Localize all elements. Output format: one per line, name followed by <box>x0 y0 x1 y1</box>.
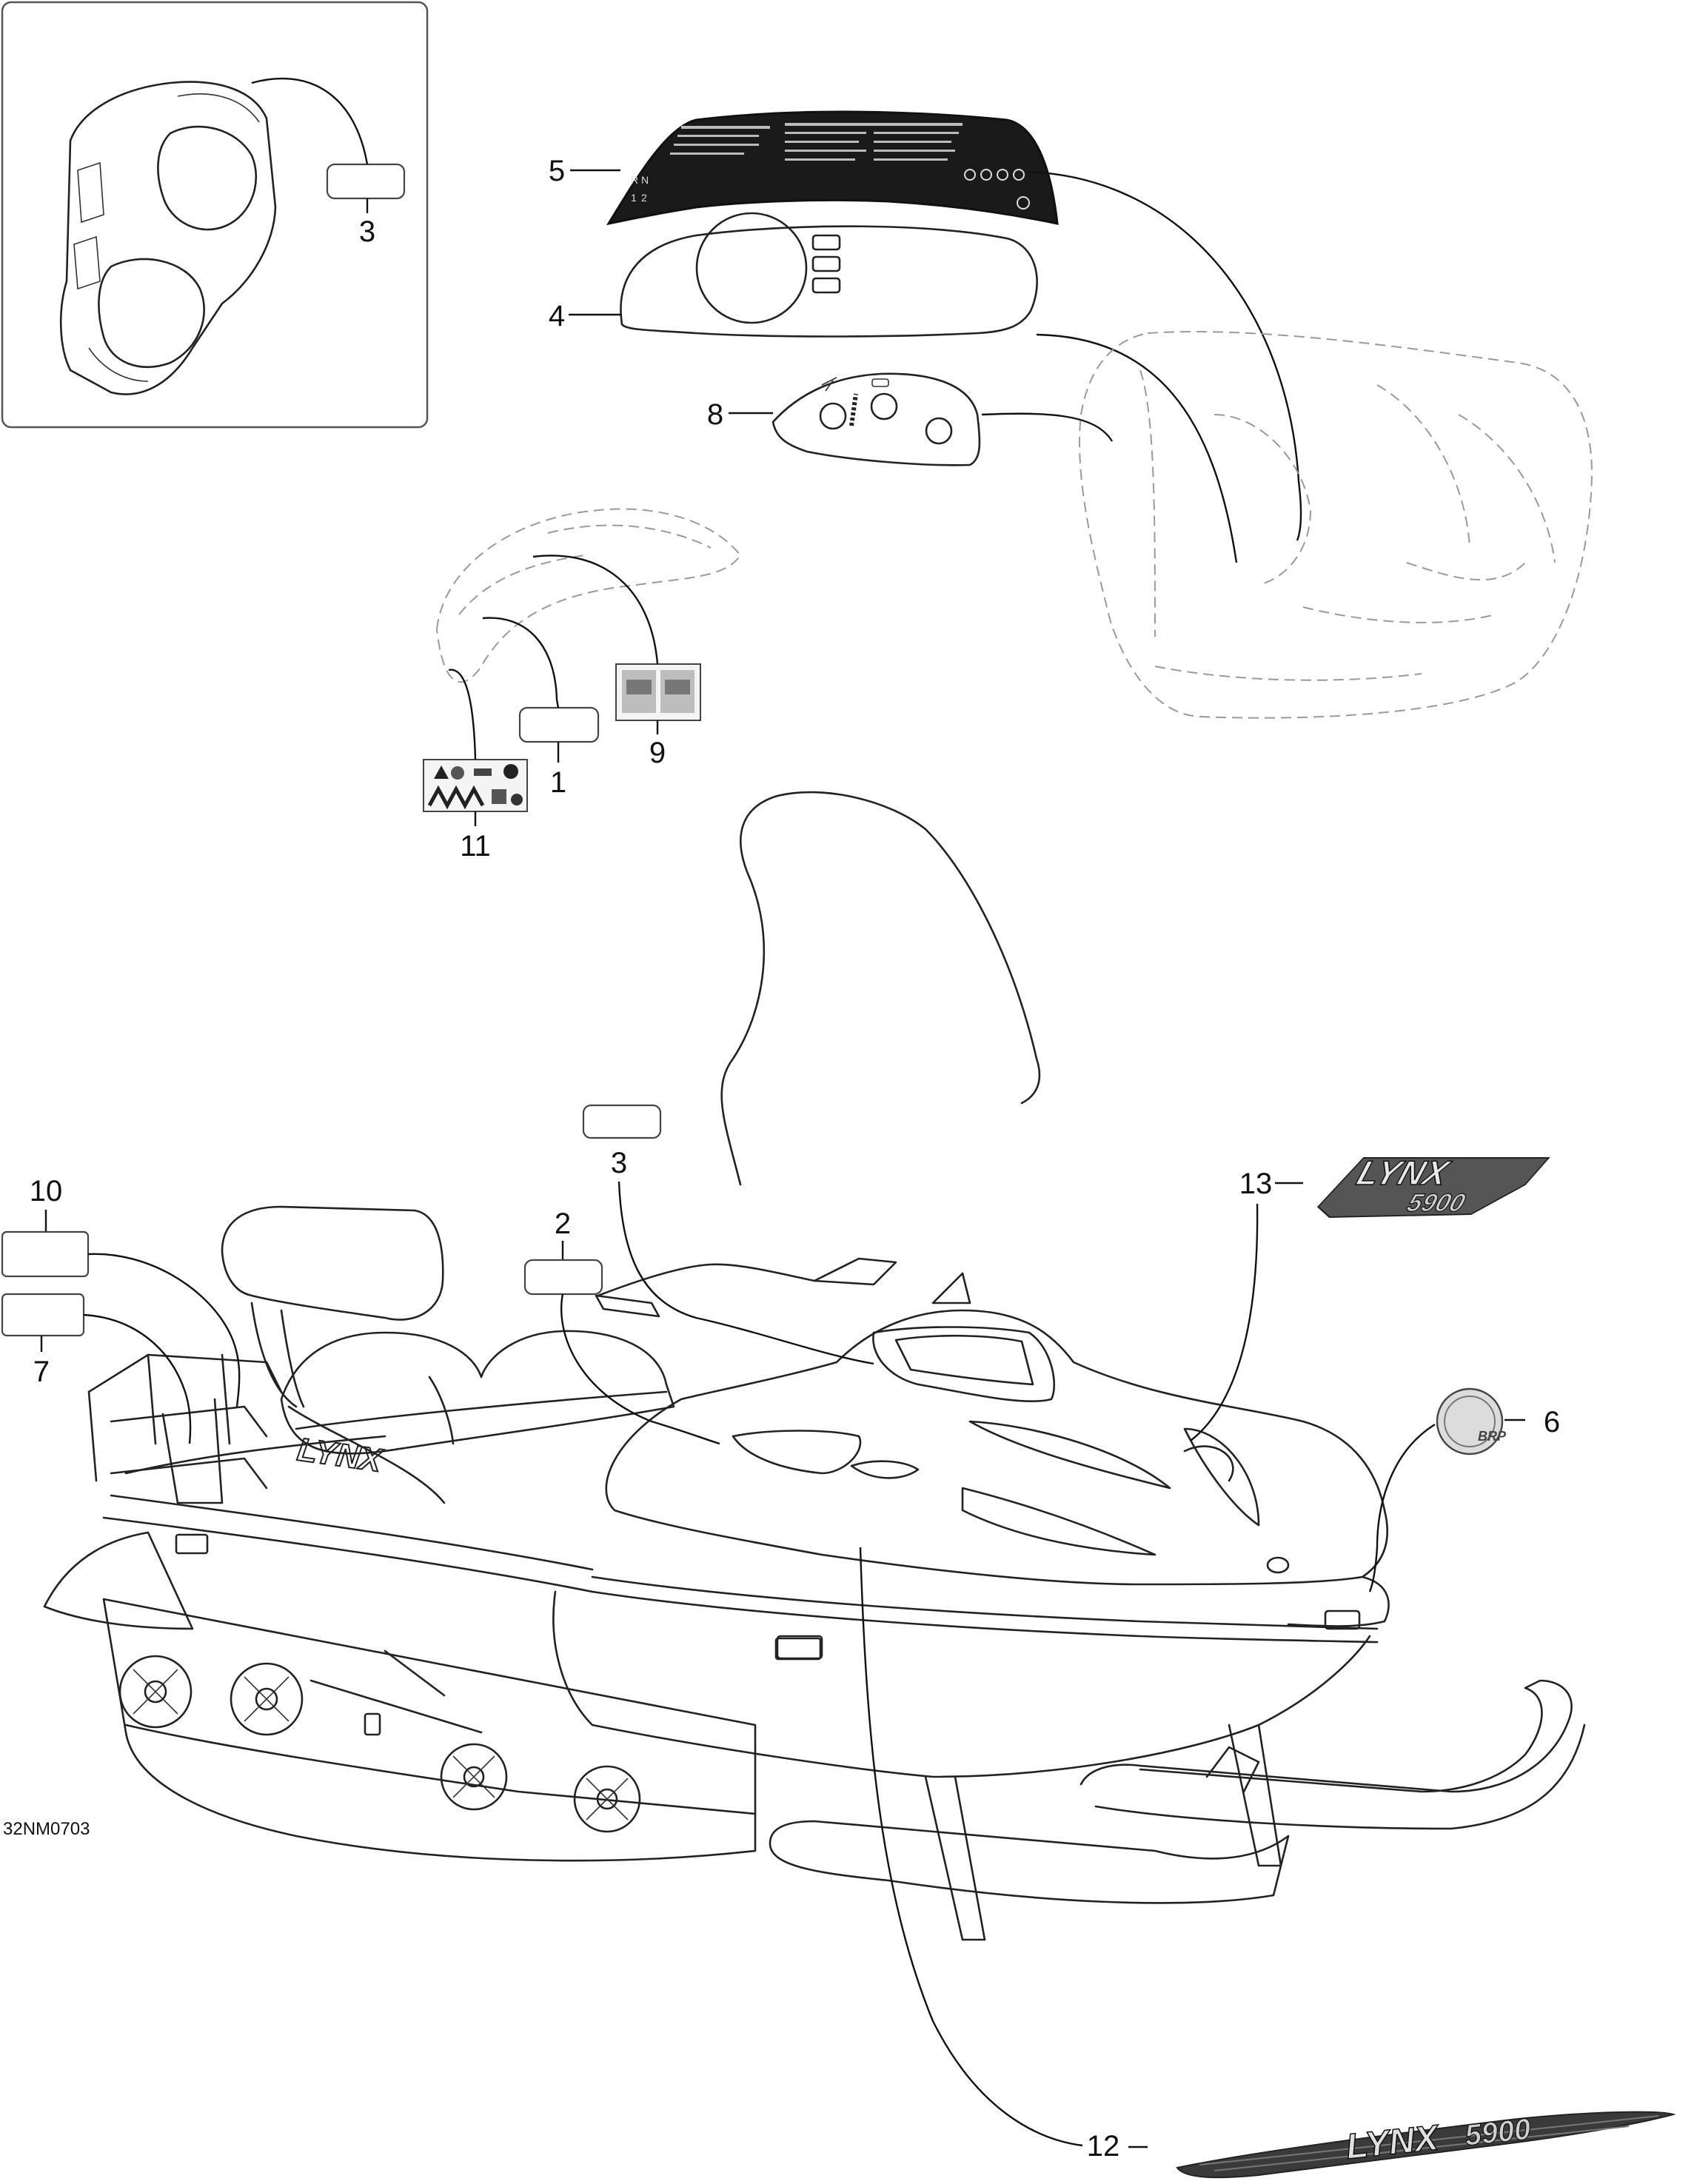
callout-12: 12 <box>1087 2130 1120 2163</box>
decal-8-switch-panel <box>771 372 981 466</box>
ghost-side-panel-outline <box>435 508 742 683</box>
decal-6-brp-emblem: BRP <box>1436 1387 1507 1456</box>
leader-12 <box>859 1547 1083 2147</box>
blank-decal-3-inset <box>326 163 406 200</box>
leader-3-main <box>617 1181 874 1365</box>
leader-6 <box>1368 1423 1436 1592</box>
instrument-housing-drawing <box>59 81 277 395</box>
blank-decal-7 <box>1 1293 85 1337</box>
decal-11-safety-pictograms <box>423 759 528 812</box>
callout-9: 9 <box>649 737 666 769</box>
decal-4-gauge-surround <box>620 212 1038 338</box>
decal-13-model-text: 5900 <box>1404 1189 1470 1217</box>
inset-panel: 3 <box>1 1 429 429</box>
brp-logo-text: BRP <box>1478 1429 1507 1444</box>
blank-decal-3-main <box>582 1104 662 1139</box>
callout-11: 11 <box>460 830 491 862</box>
gear-1-label: 1 <box>631 192 637 204</box>
ghost-console-outline <box>1079 331 1593 719</box>
blank-decal-10 <box>1 1230 90 1278</box>
blank-decal-2 <box>523 1259 603 1296</box>
gear-2-label: 2 <box>641 192 647 204</box>
blank-decal-1 <box>518 706 600 743</box>
decal-9-warning-label <box>615 663 701 721</box>
decal-13-lynx-5900: LYNX 5900 <box>1316 1153 1550 1219</box>
callout-6: 6 <box>1544 1406 1560 1438</box>
callout-4: 4 <box>549 300 565 332</box>
leader-13 <box>1190 1203 1259 1441</box>
snowmobile-drawing: LYNX <box>43 791 1586 1941</box>
callout-8: 8 <box>707 398 723 431</box>
leader-2 <box>560 1293 720 1445</box>
decal-12-lynx-5900-side-stripe: LYNX 5900 <box>1176 2111 1676 2179</box>
decal-12-model-text: 5900 <box>1463 2113 1532 2152</box>
gear-n-label: N <box>641 174 649 186</box>
figure-code: 32NM0703 <box>3 1819 90 1839</box>
callout-1: 1 <box>550 766 566 799</box>
hood-lynx-logo: LYNX <box>295 1431 386 1479</box>
callout-13: 13 <box>1239 1168 1273 1200</box>
gear-r-label: R <box>631 174 638 186</box>
callout-10: 10 <box>30 1175 63 1207</box>
leader-3-inset <box>251 77 369 165</box>
decal-5-console-instructions: R N 1 2 <box>606 110 1059 226</box>
leader-7 <box>83 1313 192 1444</box>
callout-7: 7 <box>33 1356 50 1388</box>
callout-2: 2 <box>555 1207 571 1240</box>
leader-10 <box>87 1253 241 1407</box>
callout-3-main: 3 <box>611 1147 627 1179</box>
callout-3-inset: 3 <box>359 215 375 248</box>
decal-12-lynx-text: LYNX <box>1345 2118 1442 2167</box>
callout-5: 5 <box>549 155 565 187</box>
decal-13-lynx-text: LYNX <box>1353 1154 1455 1193</box>
